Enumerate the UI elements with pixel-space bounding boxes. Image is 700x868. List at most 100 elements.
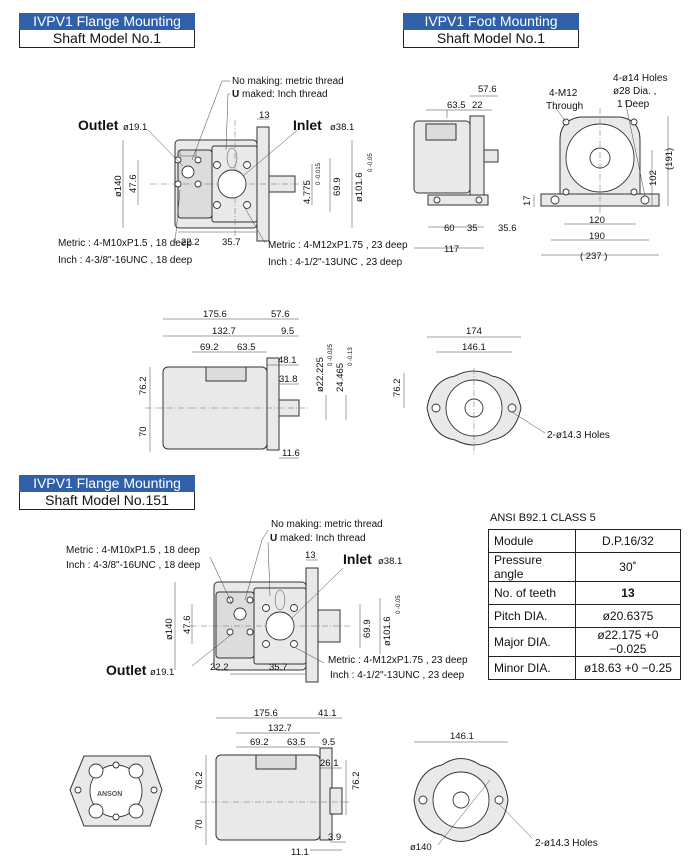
dim-174: 174 <box>466 326 482 337</box>
no-making-note-151: No making: metric thread <box>271 519 383 530</box>
outlet-dia-151: ø19.1 <box>150 667 174 678</box>
dim-70: 70 <box>138 426 149 437</box>
bottom-side-view <box>200 717 350 851</box>
dim-24-465: 24.465 <box>335 363 346 392</box>
dim-63-5-bottom: 63.5 <box>287 737 306 748</box>
dim-35-7-151: 35.7 <box>269 662 288 673</box>
spec-label: Pitch DIA. <box>488 604 576 628</box>
section-title: IVPV1 Flange Mounting <box>19 13 195 30</box>
dim-191: (191) <box>664 148 675 170</box>
holes-14-3-note-bottom: 2-ø14.3 Holes <box>535 838 598 849</box>
spec-label: Major DIA. <box>488 627 576 657</box>
spec-caption: ANSI B92.1 CLASS 5 <box>490 512 596 524</box>
dim-190: 190 <box>589 231 605 242</box>
spec-value: ø22.175 +0 −0.025 <box>574 627 682 657</box>
flange-no151-labels: No making: metric thread U maked: Inch t… <box>66 519 468 681</box>
section-subtitle: Shaft Model No.1 <box>403 30 579 48</box>
section-title-flange-no1: IVPV1 Flange Mounting Shaft Model No.1 <box>19 13 195 48</box>
inlet-dia: ø38.1 <box>330 122 354 133</box>
outlet-label: Outlet <box>78 117 119 133</box>
flange-no1-front-view <box>122 80 353 244</box>
dim-237: ( 237 ) <box>580 251 607 262</box>
dim-24-465-tol: 0 -0.13 <box>348 347 354 366</box>
section-subtitle: Shaft Model No.1 <box>19 30 195 48</box>
spec-row: Pitch DIA.ø20.6375 <box>488 604 682 628</box>
holes14-note-2: ø28 Dia. , <box>613 86 656 97</box>
dim-4-775: 4.775 <box>302 180 313 204</box>
dim-22-225: ø22.225 <box>315 357 326 392</box>
holes-14-3-note: 2-ø14.3 Holes <box>547 430 610 441</box>
metric-outlet-note: Metric : 4-M10xP1.5 , 18 deep <box>58 238 192 249</box>
dim-35: 35 <box>467 223 478 234</box>
spec-row: Minor DIA.ø18.63 +0 −0.25 <box>488 656 682 680</box>
inlet-label: Inlet <box>293 117 322 133</box>
dim-76-2: 76.2 <box>138 377 149 396</box>
inch-inlet-note: Inch : 4-1/2"-13UNC , 23 deep <box>268 257 403 268</box>
foot-no1-labels: 57.6 63.5 22 17 60 35 35.6 117 120 190 (… <box>444 73 675 262</box>
dim-35-6: 35.6 <box>498 223 517 234</box>
spec-label: Minor DIA. <box>488 656 576 680</box>
section-subtitle: Shaft Model No.151 <box>19 492 195 510</box>
u-maked-note-151: U maked: Inch thread <box>270 533 366 544</box>
dim-41-1: 41.1 <box>318 708 337 719</box>
metric-inlet-note: Metric : 4-M12xP1.75 , 23 deep <box>268 240 408 251</box>
dim-70-bottom: 70 <box>194 819 205 830</box>
holes14-note-3: 1 Deep <box>617 99 650 110</box>
metric-inlet-note-151: Metric : 4-M12xP1.75 , 23 deep <box>328 655 468 666</box>
inch-outlet-note: Inch : 4-3/8"-16UNC , 18 deep <box>58 255 193 266</box>
bottom-end-view <box>413 741 533 846</box>
dim-117: 117 <box>444 244 459 255</box>
dim-132-7: 132.7 <box>212 326 236 337</box>
foot-no1-side-view <box>413 95 535 249</box>
inlet-dia-151: ø38.1 <box>378 556 402 567</box>
dim-11-6: 11.6 <box>282 448 300 459</box>
inlet-label-151: Inlet <box>343 551 372 567</box>
mid-side-view <box>145 318 347 459</box>
dim-22-2-151: 22.2 <box>210 662 229 673</box>
dim-132-7-bottom: 132.7 <box>268 723 292 734</box>
mid-side-labels: 175.6 57.6 132.7 9.5 69.2 63.5 48.1 31.8… <box>138 309 354 459</box>
dim-140-151: ø140 <box>164 618 175 640</box>
spec-value: ø18.63 +0 −0.25 <box>574 656 682 680</box>
dim-47-6-151: 47.6 <box>182 616 193 635</box>
bottom-rear-view: ANSON <box>69 755 163 827</box>
m12-through-note-1: 4-M12 <box>549 88 578 99</box>
dim-69-9: 69.9 <box>332 178 343 197</box>
dim-140: ø140 <box>113 175 124 197</box>
spec-label: Module <box>488 529 576 553</box>
dim-120: 120 <box>589 215 605 226</box>
dim-3-9: 3.9 <box>328 832 341 843</box>
u-maked-note: U maked: Inch thread <box>232 89 328 100</box>
dim-101-6: ø101.6 <box>354 172 365 202</box>
dim-57-6: 57.6 <box>478 84 497 95</box>
outlet-label-151: Outlet <box>106 662 147 678</box>
inch-inlet-note-151: Inch : 4-1/2"-13UNC , 23 deep <box>330 670 465 681</box>
dim-101-6-tol: 0 -0.05 <box>368 153 374 172</box>
metric-outlet-note-151: Metric : 4-M10xP1.5 , 18 deep <box>66 545 200 556</box>
dim-146-1-bottom: 146.1 <box>450 731 474 742</box>
dim-63-5: 63.5 <box>447 100 466 111</box>
dim-35-7: 35.7 <box>222 237 241 248</box>
dim-31-8: 31.8 <box>279 374 298 385</box>
spec-row: Major DIA.ø22.175 +0 −0.025 <box>488 627 682 657</box>
dim-76-2-bottom-b: 76.2 <box>351 772 362 791</box>
dim-47-6: 47.6 <box>128 175 139 194</box>
dim-76-2-bottom-a: 76.2 <box>194 772 205 791</box>
dim-146-1: 146.1 <box>462 342 486 353</box>
mid-end-view <box>403 336 546 455</box>
dim-102: 102 <box>648 170 659 186</box>
dim-76-2-end: 76.2 <box>392 379 403 398</box>
dim-48-1: 48.1 <box>278 355 297 366</box>
outlet-dia: ø19.1 <box>123 122 147 133</box>
spec-value: ø20.6375 <box>574 604 682 628</box>
section-title-flange-no151: IVPV1 Flange Mounting Shaft Model No.151 <box>19 475 195 510</box>
foot-no1-end-view <box>540 99 669 256</box>
dim-60: 60 <box>444 223 455 234</box>
inch-outlet-note-151: Inch : 4-3/8"-16UNC , 18 deep <box>66 560 201 571</box>
dim-69-2: 69.2 <box>200 342 219 353</box>
